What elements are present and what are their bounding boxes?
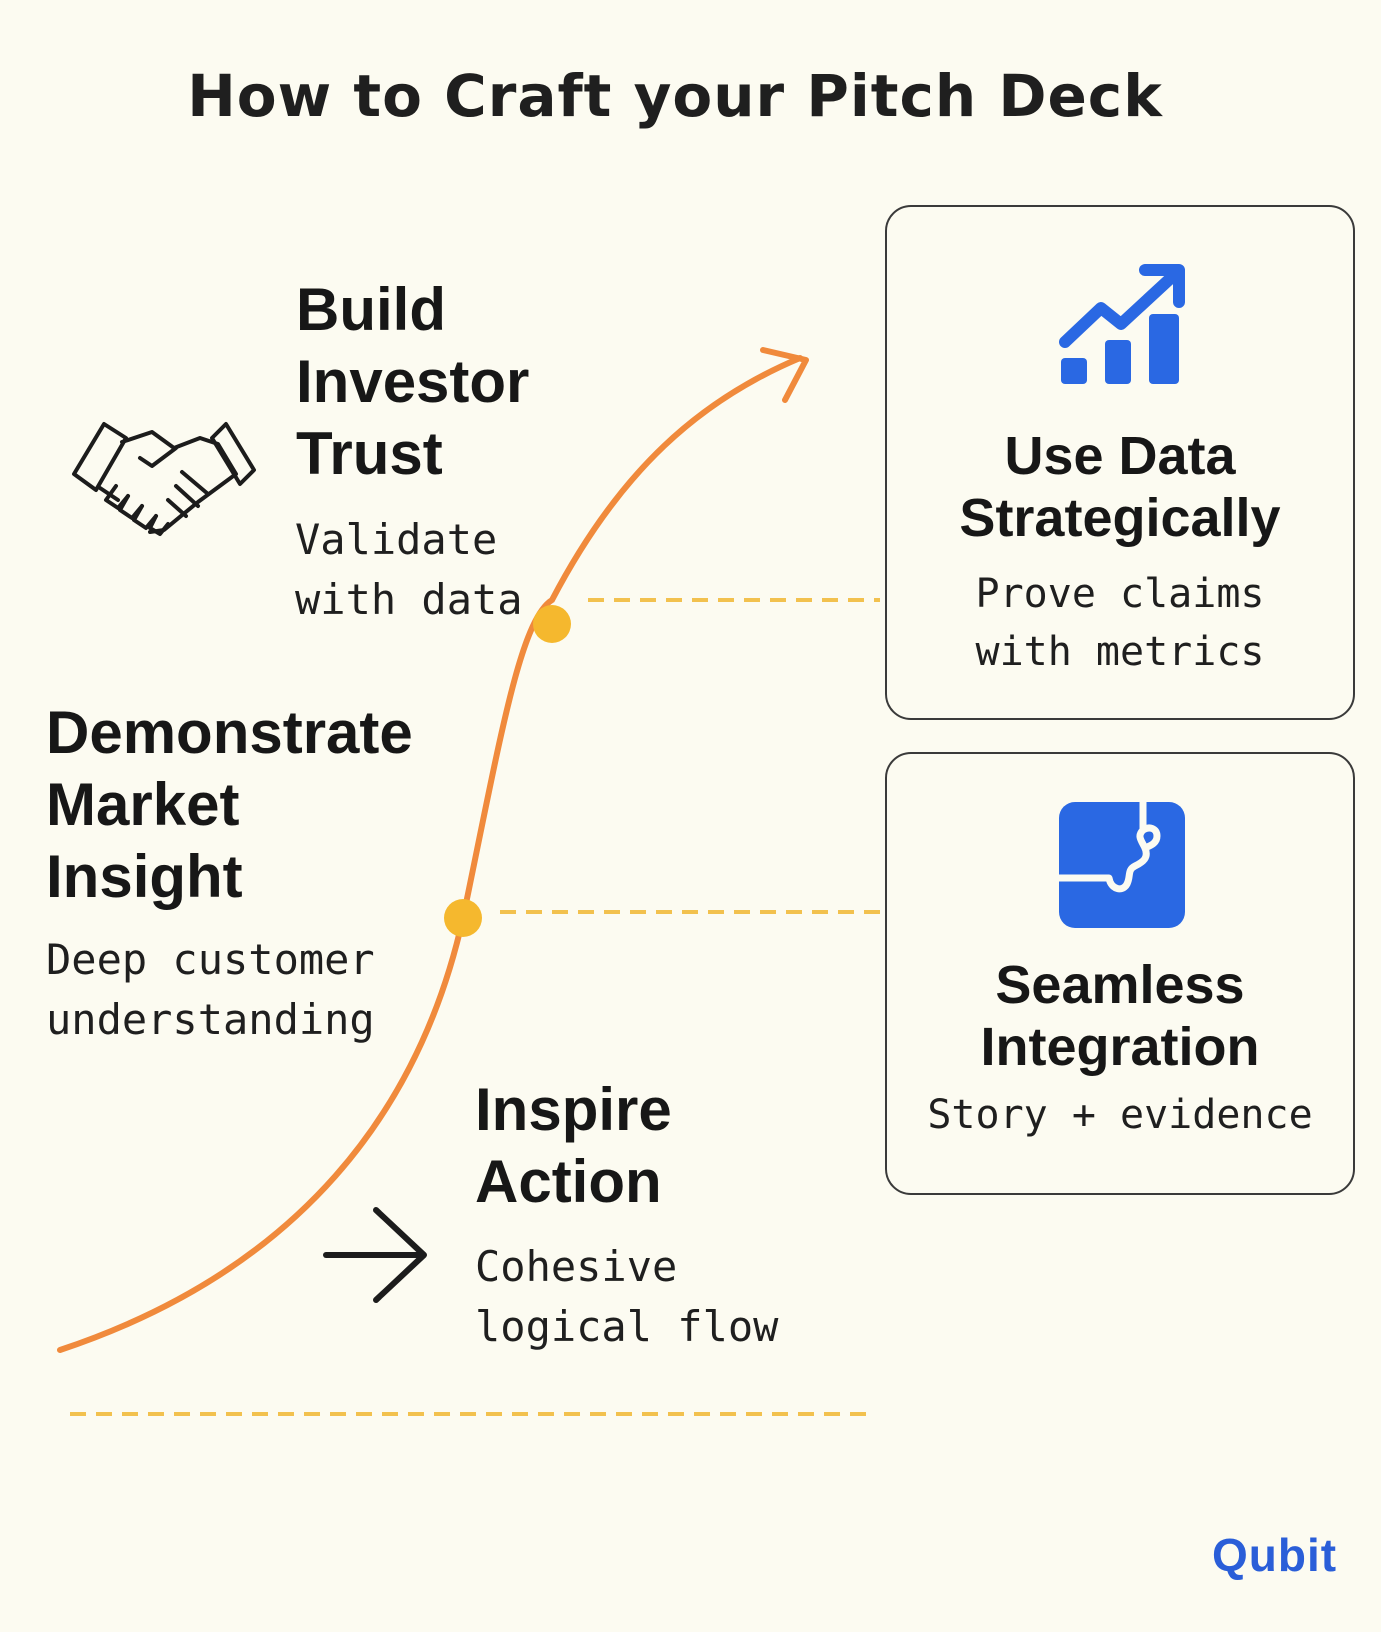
arrow-right-icon — [323, 1207, 427, 1303]
step-action-heading-line2: Action — [475, 1148, 662, 1215]
step-insight-heading-line3: Insight — [46, 843, 243, 910]
growth-curve — [57, 355, 803, 1353]
bar-chart-trend-icon — [1059, 264, 1185, 384]
card-use-data-title-line1: Use Data — [1004, 426, 1236, 486]
card-use-data: Use Data Strategically Prove claims with… — [885, 205, 1355, 720]
step-action-sub-line1: Cohesive — [475, 1242, 678, 1291]
card-seamless-title-line2: Integration — [980, 1017, 1260, 1077]
step-action-sub: Cohesive logical flow — [475, 1237, 778, 1357]
curve-arrowhead — [760, 347, 809, 403]
card-use-data-title-line2: Strategically — [959, 488, 1281, 548]
card-seamless-title: Seamless Integration — [887, 954, 1353, 1078]
step-action-sub-line2: logical flow — [475, 1302, 779, 1351]
step-insight-heading-line2: Market — [46, 771, 240, 838]
step-trust-sub-line2: with data — [295, 575, 523, 624]
card-use-data-sub: Prove claims with metrics — [887, 565, 1353, 681]
card-use-data-sub-line1: Prove claims — [975, 571, 1265, 617]
qubit-logo: Qubit — [1212, 1529, 1338, 1581]
card-seamless-sub-line1: Story + evidence — [927, 1092, 1313, 1138]
step-insight-sub-line1: Deep customer — [46, 935, 375, 984]
page-title: How to Craft your Pitch Deck — [187, 62, 1163, 130]
step-trust-heading-line1: Build — [296, 276, 446, 343]
milestone-dot-middle — [444, 899, 482, 937]
step-action-heading: Inspire Action — [475, 1074, 672, 1218]
card-use-data-sub-line2: with metrics — [975, 629, 1265, 675]
step-trust-heading-line2: Investor — [296, 348, 530, 415]
step-trust-heading: Build Investor Trust — [296, 274, 529, 490]
step-insight-sub: Deep customer understanding — [46, 930, 375, 1050]
step-insight-sub-line2: understanding — [46, 995, 375, 1044]
handshake-icon — [72, 422, 256, 536]
step-action-heading-line1: Inspire — [475, 1076, 672, 1143]
step-insight-heading: Demonstrate Market Insight — [46, 697, 413, 913]
step-insight-heading-line1: Demonstrate — [46, 699, 413, 766]
card-seamless-integration: Seamless Integration Story + evidence — [885, 752, 1355, 1195]
step-trust-heading-line3: Trust — [296, 420, 443, 487]
step-trust-sub-line1: Validate — [295, 515, 498, 564]
card-seamless-title-line1: Seamless — [995, 955, 1245, 1015]
puzzle-piece-icon — [1057, 800, 1185, 928]
card-use-data-title: Use Data Strategically — [887, 425, 1353, 549]
step-trust-sub: Validate with data — [295, 510, 523, 630]
milestone-dot-top — [533, 605, 571, 643]
card-seamless-sub: Story + evidence — [887, 1086, 1353, 1144]
